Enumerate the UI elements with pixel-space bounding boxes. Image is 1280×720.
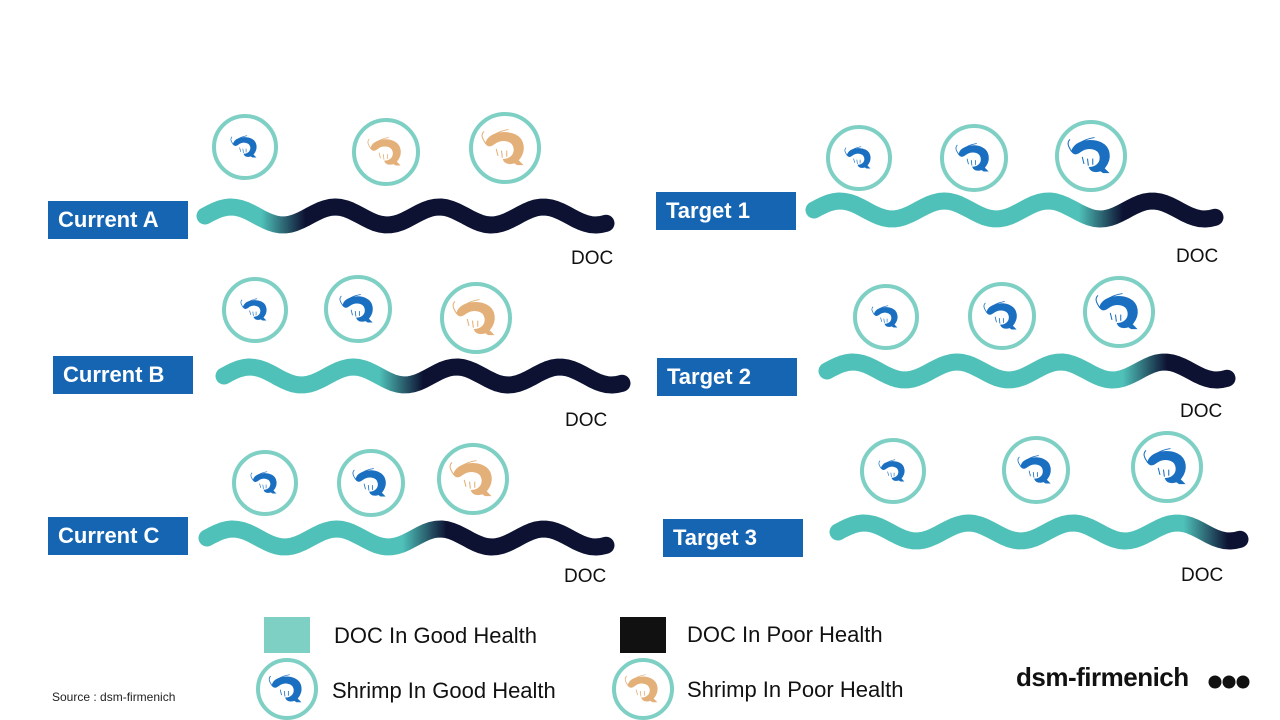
- doc-wave-target-1: [805, 192, 1224, 228]
- shrimp-good-icon: [324, 275, 392, 343]
- doc-label-current-c: DOC: [564, 566, 607, 587]
- doc-label-target-2: DOC: [1180, 401, 1223, 422]
- doc-wave-target-2: [818, 353, 1236, 389]
- legend-shrimp-good-label: Shrimp In Good Health: [332, 678, 556, 703]
- shrimp-good-icon: [968, 282, 1036, 350]
- brand-dots-icon: [1208, 675, 1250, 689]
- shrimp-good-icon: [1083, 276, 1155, 348]
- legend-shrimp-poor-label: Shrimp In Poor Health: [687, 677, 904, 702]
- doc-label-current-b: DOC: [565, 410, 608, 431]
- panel-label-target-1: Target 1: [656, 192, 796, 230]
- shrimp-poor-icon: [437, 443, 509, 515]
- shrimp-good-icon: [232, 450, 298, 516]
- shrimp-good-icon: [1131, 431, 1203, 503]
- panel-label-target-3: Target 3: [663, 519, 803, 557]
- shrimp-poor-icon: [469, 112, 541, 184]
- doc-wave-target-3: [829, 514, 1249, 550]
- source-note: Source : dsm-firmenich: [52, 690, 176, 704]
- shrimp-good-icon: [853, 284, 919, 350]
- doc-label-current-a: DOC: [571, 248, 614, 269]
- legend-shrimp-poor-icon: [612, 658, 674, 720]
- shrimp-good-icon: [860, 438, 926, 504]
- legend-shrimp-good-icon: [256, 658, 318, 720]
- shrimp-good-icon: [940, 124, 1008, 192]
- shrimp-good-icon: [337, 449, 405, 517]
- shrimp-good-icon: [826, 125, 892, 191]
- shrimp-good-icon: [222, 277, 288, 343]
- legend-doc-good-label: DOC In Good Health: [334, 623, 537, 648]
- legend-doc-poor-label: DOC In Poor Health: [687, 622, 883, 647]
- doc-wave-current-b: [215, 358, 631, 394]
- panel-label-current-b: Current B: [53, 356, 193, 394]
- brand-logo: dsm-firmenich: [1016, 662, 1189, 692]
- panel-label-target-2: Target 2: [657, 358, 797, 396]
- shrimp-good-icon: [1055, 120, 1127, 192]
- legend-doc-poor-swatch: [620, 617, 666, 653]
- panel-label-current-a: Current A: [48, 201, 188, 239]
- shrimp-good-icon: [212, 114, 278, 180]
- doc-wave-current-a: [196, 198, 615, 234]
- shrimp-poor-icon: [352, 118, 420, 186]
- shrimp-poor-icon: [440, 282, 512, 354]
- doc-label-target-1: DOC: [1176, 246, 1219, 267]
- panel-label-current-c: Current C: [48, 517, 188, 555]
- doc-label-target-3: DOC: [1181, 565, 1224, 586]
- shrimp-good-icon: [1002, 436, 1070, 504]
- doc-wave-current-c: [198, 520, 615, 556]
- legend-doc-good-swatch: [264, 617, 310, 653]
